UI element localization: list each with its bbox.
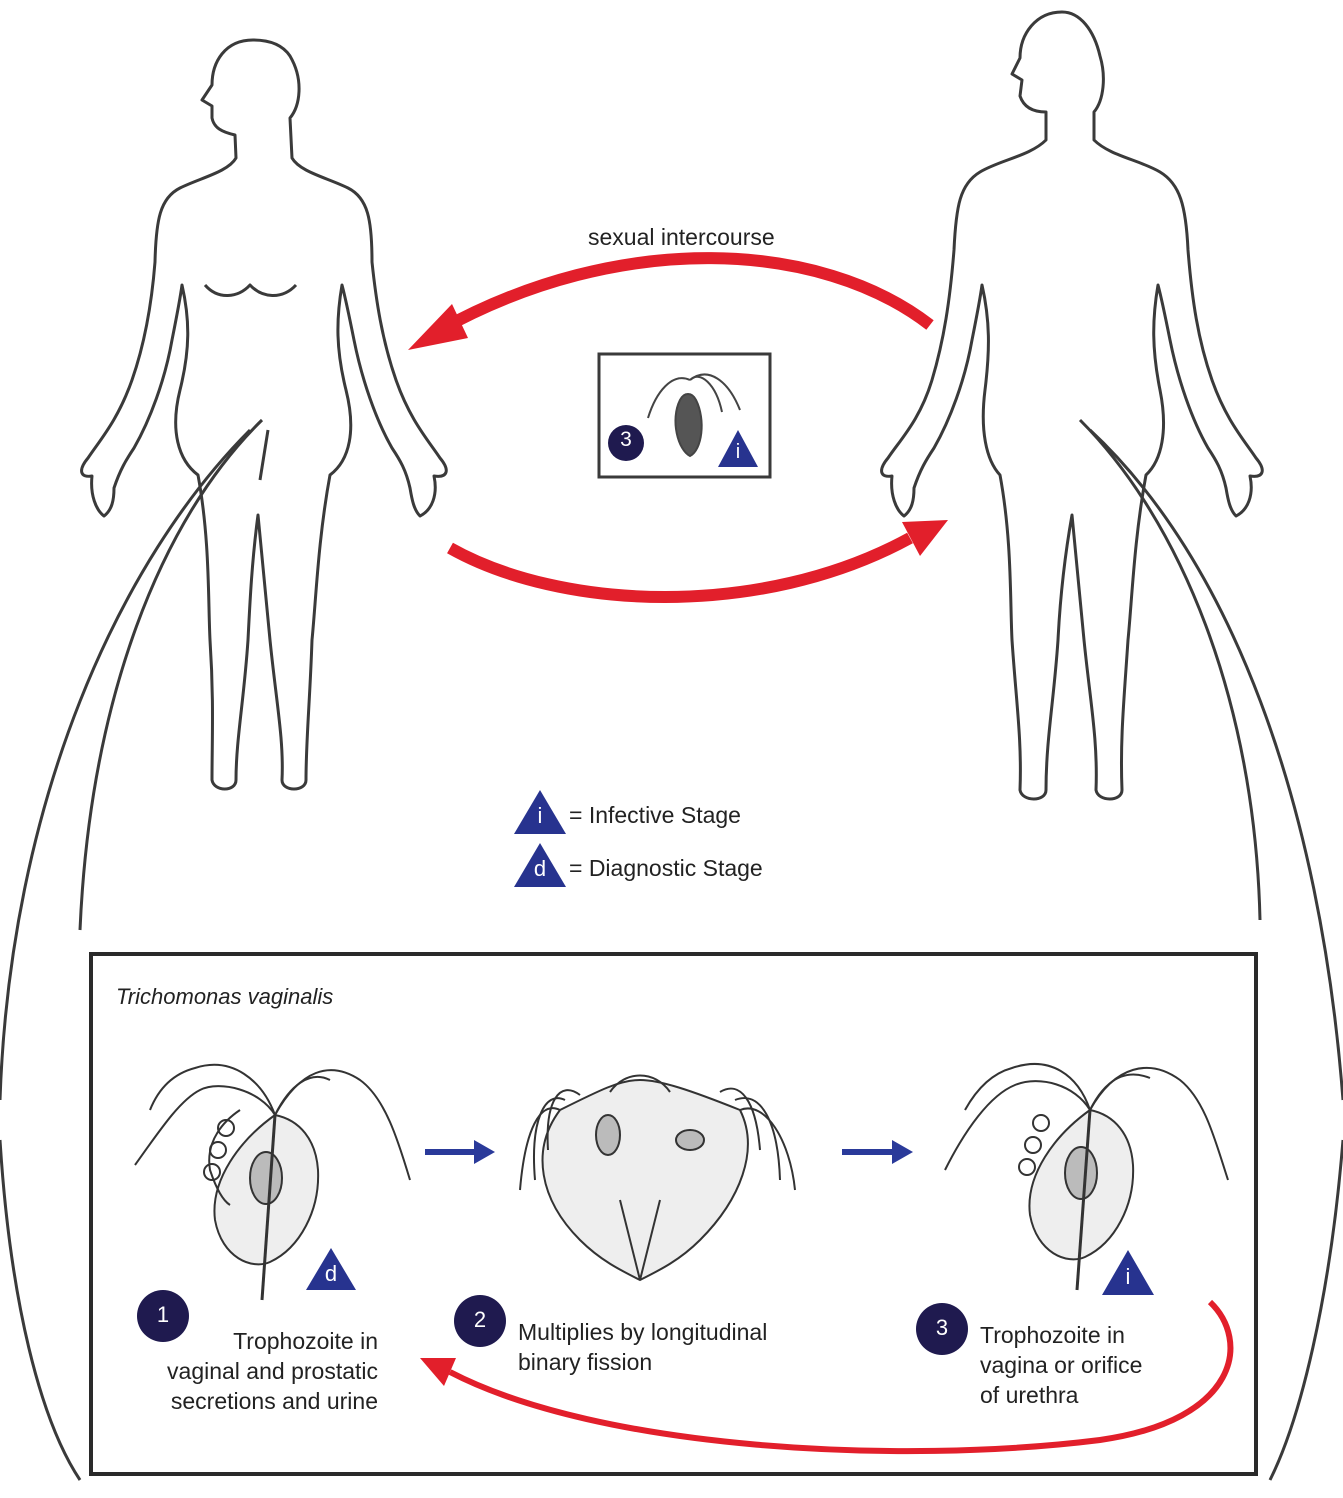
stage3-caption-line: vagina or orifice: [980, 1352, 1143, 1378]
legend-infective-symbol: i: [537, 803, 543, 828]
arrow-male-to-female-head: [408, 304, 468, 350]
stage1-caption-line: vaginal and prostatic: [167, 1358, 378, 1384]
stage2-caption-line: Multiplies by longitudinal: [518, 1319, 768, 1345]
stage1-caption: Trophozoite in vaginal and prostatic sec…: [150, 1326, 378, 1416]
return-arrow-head: [420, 1358, 456, 1386]
stage1-diagnostic-triangle: [306, 1248, 356, 1290]
progression-arrows: [425, 1140, 913, 1164]
center-stage-number: 3: [620, 428, 632, 451]
stage3-infective-symbol: i: [1125, 1264, 1131, 1289]
legend-infective-triangle: [514, 790, 566, 834]
return-arrow: [448, 1299, 1234, 1455]
center-stage-box: [597, 352, 772, 479]
female-body-outline: [80, 38, 448, 791]
center-infective-symbol: i: [735, 441, 741, 463]
stage3-number-badge: [916, 1303, 968, 1355]
stage2-number-badge: [454, 1295, 506, 1347]
arrow-female-to-male: [447, 532, 913, 603]
stage2-dividing-trophozoite-icon: [519, 1074, 796, 1282]
arrow-male-to-female: [437, 252, 934, 336]
arrow-female-to-male-head: [902, 520, 948, 556]
transmission-label: sexual intercourse: [588, 224, 775, 250]
legend-diagnostic-triangle: [514, 843, 566, 887]
stage3-caption-line: of urethra: [980, 1382, 1079, 1408]
box-title: Trichomonas vaginalis: [116, 984, 334, 1009]
stage1-diagnostic-symbol: d: [324, 1261, 338, 1286]
legend-diagnostic-symbol: d: [533, 856, 547, 881]
legend-diagnostic-text: = Diagnostic Stage: [569, 855, 763, 881]
stage1-caption-line: Trophozoite in: [233, 1328, 378, 1354]
center-infective-triangle: [718, 430, 758, 467]
legend-infective-text: = Infective Stage: [569, 802, 741, 828]
stage3-caption-line: Trophozoite in: [980, 1322, 1125, 1348]
stage3-number: 3: [935, 1315, 949, 1340]
center-trophozoite-icon: [647, 373, 741, 458]
stage2-caption-line: binary fission: [518, 1349, 653, 1375]
stage3-infective-triangle: [1102, 1250, 1154, 1295]
stage2-caption: Multiplies by longitudinal binary fissio…: [518, 1317, 767, 1377]
stage3-caption: Trophozoite in vagina or orifice of uret…: [980, 1320, 1142, 1410]
stage1-trophozoite-icon: [134, 1063, 411, 1301]
male-body-outline: [880, 10, 1264, 801]
stage1-caption-line: secretions and urine: [170, 1388, 378, 1414]
stage1-number: 1: [156, 1302, 170, 1327]
stage1-number-badge: [137, 1290, 189, 1342]
stage2-number: 2: [473, 1307, 487, 1332]
center-stage-number-badge: [608, 425, 644, 461]
connector-curves: [0, 418, 1343, 1481]
transmission-arrows: [408, 252, 948, 603]
stage3-trophozoite-icon: [944, 1063, 1229, 1291]
